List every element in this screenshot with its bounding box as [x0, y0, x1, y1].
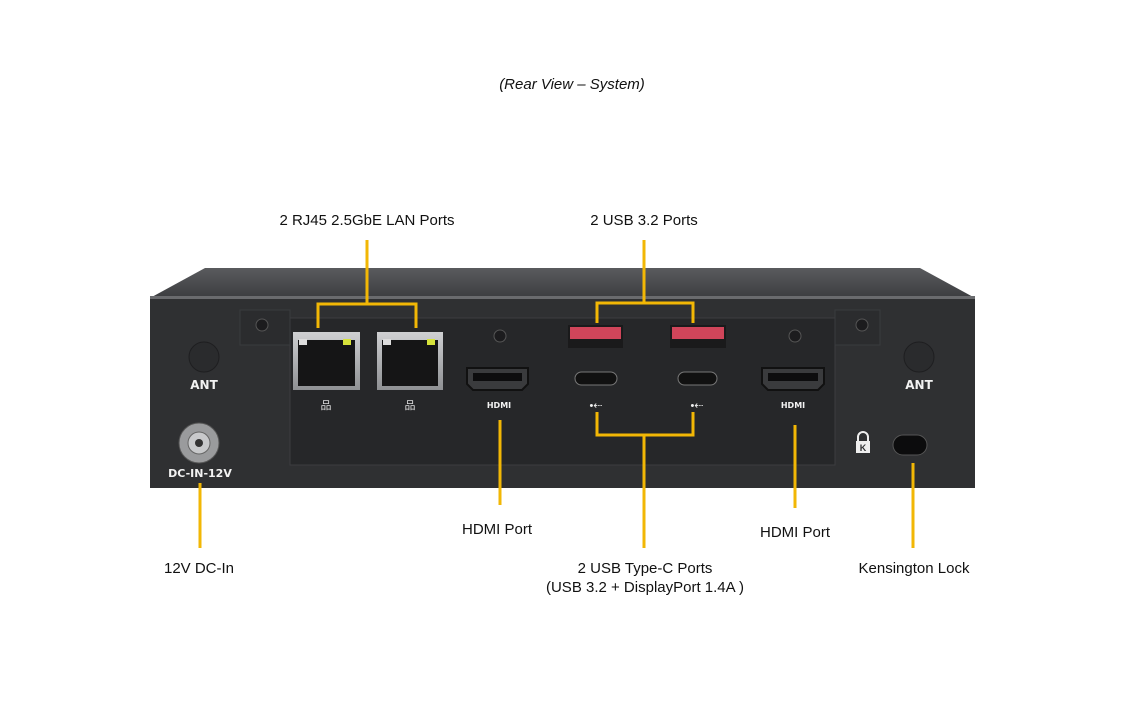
usb-a-port-2	[670, 325, 726, 348]
kensington-lock-label: Kensington Lock	[859, 560, 970, 577]
hdmi-label-left: HDMI	[487, 401, 511, 410]
antenna-port-left	[188, 341, 220, 373]
usbc-ports-label: 2 USB Type-C Ports	[578, 560, 713, 577]
dc-in-jack	[178, 422, 220, 464]
dc-in-label: DC-IN-12V	[168, 467, 232, 480]
chassis	[150, 268, 975, 488]
usb-icon: •⇠	[589, 400, 602, 412]
usb-c-port-1	[574, 371, 618, 386]
kensington-lock-icon: K	[856, 431, 870, 453]
lan-ports-label: 2 RJ45 2.5GbE LAN Ports	[279, 212, 454, 229]
lan-port-2	[377, 332, 443, 390]
antenna-port-right	[903, 341, 935, 373]
usb-a-port-1	[568, 325, 623, 348]
dc-in-callout-label: 12V DC-In	[164, 560, 234, 577]
callout-lines	[198, 240, 915, 548]
usbc-ports-sublabel: (USB 3.2 + DisplayPort 1.4A )	[546, 579, 744, 596]
hdmi-left-label: HDMI Port	[462, 521, 533, 538]
kensington-slot	[892, 434, 928, 456]
svg-text:K: K	[860, 443, 867, 453]
network-icon: 品	[405, 399, 416, 412]
lan-port-1	[293, 332, 360, 390]
network-icon: 品	[321, 399, 332, 412]
usb32-ports-label: 2 USB 3.2 Ports	[590, 212, 698, 229]
diagram-title: (Rear View – System)	[499, 76, 645, 93]
screw-icons	[255, 318, 869, 343]
usb-c-port-2	[677, 371, 718, 386]
hdmi-port-left	[466, 367, 529, 391]
usb-icon: •⇠	[690, 400, 703, 412]
hdmi-right-label: HDMI Port	[760, 524, 831, 541]
ant-label-right: ANT	[905, 378, 933, 392]
hdmi-port-right	[761, 367, 825, 391]
hdmi-label-right: HDMI	[781, 401, 805, 410]
ant-label-left: ANT	[190, 378, 218, 392]
